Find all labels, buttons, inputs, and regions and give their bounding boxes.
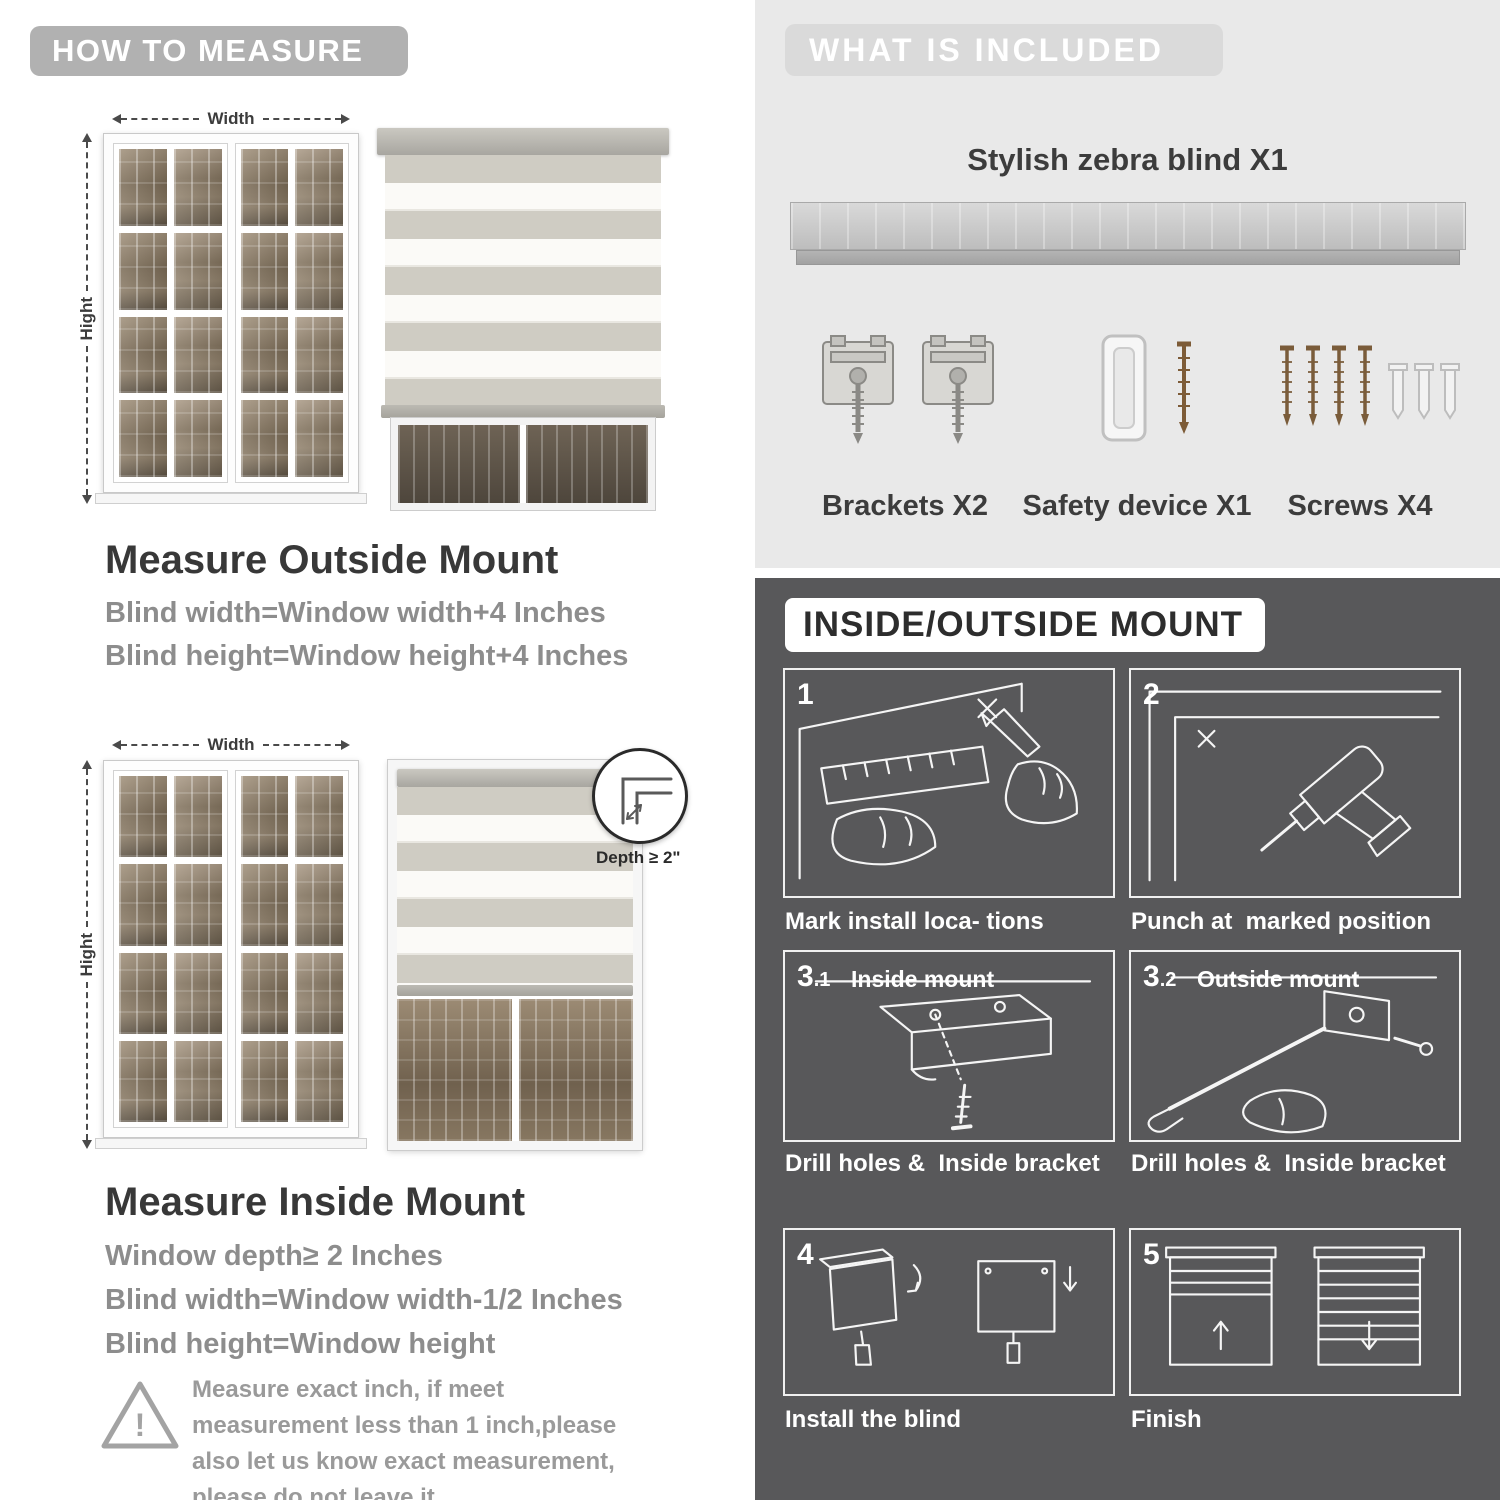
height-label: Hight (77, 296, 96, 341)
mount-header-label: INSIDE/OUTSIDE MOUNT (803, 605, 1244, 644)
zebra-blind-cassette-inside (397, 769, 633, 787)
window-glass-below-blind (397, 996, 633, 1141)
step-3-2-title: Outside mount (1197, 966, 1360, 992)
how-to-measure-header: HOW TO MEASURE (30, 26, 408, 76)
step-1-panel: 1 (783, 668, 1115, 898)
finish-illustration (1165, 1246, 1425, 1366)
arrow-up-icon (82, 133, 92, 142)
bracket-icon (913, 330, 1003, 457)
height-measure-arrow-inside: Hight (76, 760, 98, 1149)
step-5-panel: 5 (1129, 1228, 1461, 1396)
inside-rule-width: Blind width=Window width-1/2 Inches (105, 1284, 623, 1316)
width-measure-arrow-inside: Width (112, 734, 350, 756)
step-2-caption: Punch at marked position (1131, 908, 1432, 935)
window-below-blind (390, 417, 656, 511)
screws-icon (1273, 338, 1463, 455)
outside-mount-title: Measure Outside Mount (105, 538, 559, 582)
mount-section: INSIDE/OUTSIDE MOUNT 1 (755, 578, 1500, 1500)
measure-note: Measure exact inch, if meet measurement … (192, 1376, 617, 1500)
step-number: 4 (797, 1238, 814, 1271)
step-3-2-caption: Drill holes & Inside bracket (1131, 1150, 1446, 1177)
step-number: 1 (797, 678, 814, 711)
window-illustration-inside (103, 760, 359, 1138)
step-2-panel: 2 (1129, 668, 1461, 898)
inside-rule-height: Blind height=Window height (105, 1328, 496, 1360)
outside-rule-width: Blind width=Window width+4 Inches (105, 597, 606, 629)
arrow-down-icon (82, 495, 92, 504)
step-3-1-caption: Drill holes & Inside bracket (785, 1150, 1100, 1177)
inside-rule-depth: Window depth≥ 2 Inches (105, 1240, 443, 1272)
zebra-blind-body-inside (397, 787, 633, 985)
warning-icon: ! (98, 1376, 182, 1454)
zebra-blind-cassette-outside (377, 128, 669, 155)
zebra-blind-body-outside (385, 155, 661, 405)
brackets-label: Brackets X2 (821, 490, 989, 522)
zebra-blind-illustration-inside (387, 759, 643, 1151)
inside-bracket-illustration (814, 980, 1092, 1131)
step-number: 5 (1143, 1238, 1160, 1271)
step-3-2-panel: 3.2 Outside mount (1129, 950, 1461, 1142)
bracket-icon (813, 330, 903, 457)
arrow-right-icon (341, 114, 350, 124)
step-4-panel: 4 (783, 1228, 1115, 1396)
how-to-measure-label: HOW TO MEASURE (52, 33, 364, 68)
zebra-blind-headrail-lip (796, 250, 1460, 265)
zebra-blind-headrail (790, 202, 1466, 250)
step-1-caption: Mark install loca- tions (785, 908, 1044, 935)
depth-label: Depth ≥ 2" (596, 848, 681, 867)
step-number: 3.2 (1143, 960, 1177, 993)
arrow-up-icon (82, 760, 92, 769)
step-3-1-panel: 3.1 Inside mount (783, 950, 1115, 1142)
step-5-caption: Finish (1131, 1406, 1202, 1433)
arrow-down-icon (82, 1140, 92, 1149)
zebra-blind-rail-outside (381, 405, 665, 418)
what-is-included-label: WHAT IS INCLUDED (809, 31, 1164, 68)
drill-illustration (1148, 690, 1442, 882)
window-illustration-outside (103, 133, 359, 493)
safety-device-label: Safety device X1 (1022, 490, 1252, 522)
step-4-caption: Install the blind (785, 1406, 962, 1433)
blind-item-label: Stylish zebra blind X1 (967, 142, 1288, 177)
window-sill (95, 1138, 367, 1149)
width-label: Width (207, 109, 255, 128)
screws-label: Screws X4 (1287, 490, 1433, 522)
inside-mount-title: Measure Inside Mount (105, 1180, 526, 1224)
magnifier-icon (592, 748, 688, 844)
width-label: Width (207, 735, 255, 754)
width-measure-arrow-outside: Width (112, 108, 350, 130)
install-blind-illustration (819, 1248, 1077, 1366)
arrow-left-icon (112, 740, 121, 750)
height-measure-arrow-outside: Hight (76, 133, 98, 504)
step-3-1-title: Inside mount (851, 966, 995, 992)
height-label: Hight (77, 932, 96, 977)
zebra-blind-rail-inside (397, 985, 633, 996)
window-sill (95, 493, 367, 504)
what-is-included-section: WHAT IS INCLUDED Stylish zebra blind X1 (755, 0, 1500, 568)
outside-bracket-illustration (1147, 976, 1438, 1134)
arrow-right-icon (341, 740, 350, 750)
step-number: 3.1 (797, 960, 831, 993)
what-is-included-header: WHAT IS INCLUDED (785, 24, 1223, 76)
mount-header: INSIDE/OUTSIDE MOUNT (785, 598, 1265, 652)
safety-device-icon (1085, 330, 1215, 457)
arrow-left-icon (112, 114, 121, 124)
warning-exclamation: ! (135, 1407, 146, 1443)
step-number: 2 (1143, 678, 1160, 711)
mark-location-illustration (798, 682, 1078, 880)
outside-rule-height: Blind height=Window height+4 Inches (105, 640, 629, 672)
